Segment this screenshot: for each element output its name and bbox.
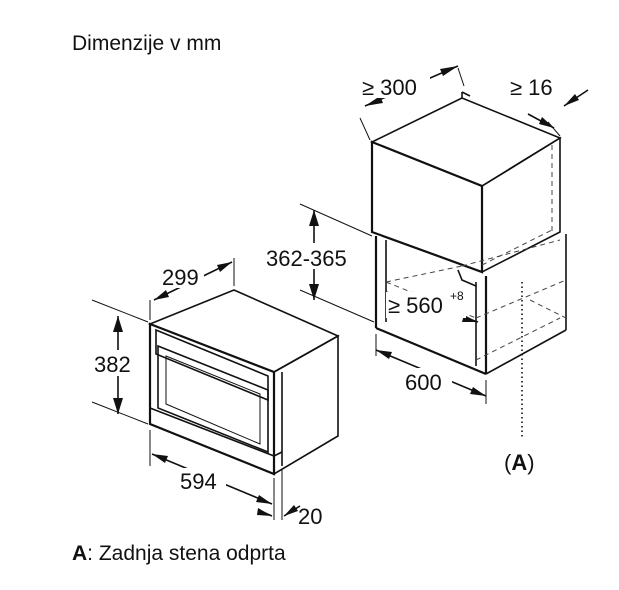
appliance-side	[273, 334, 339, 476]
dim-niche-width-tolerance: +8	[450, 289, 464, 303]
dim-cabinet-side: ≥ 16	[510, 75, 589, 137]
cabinet-drawing	[370, 91, 567, 438]
dim-cabinet-width-label: 600	[405, 370, 442, 395]
legend-key: A	[72, 542, 87, 565]
dim-cabinet-side-label: ≥ 16	[510, 75, 553, 100]
dim-appliance-height-label: 382	[94, 352, 131, 377]
dim-niche-height: 362-365	[264, 203, 375, 323]
dim-appliance-width-label: 594	[180, 469, 217, 494]
cabinet-upper-front	[370, 140, 484, 274]
dim-front-depth-label: 20	[298, 504, 322, 529]
dim-appliance-depth: 299	[149, 258, 235, 320]
dim-cabinet-depth-label: ≥ 300	[362, 75, 417, 100]
dim-cabinet-depth: ≥ 300	[359, 65, 465, 141]
dim-appliance-depth-label: 299	[162, 265, 199, 290]
appliance-drawing	[147, 289, 340, 476]
dim-appliance-height: 382	[91, 299, 149, 425]
open-back-marker: (A)	[504, 450, 535, 475]
appliance-window	[165, 355, 261, 445]
dim-niche-width: ≥ 560 +8	[385, 289, 479, 323]
dim-niche-height-label: 362-365	[266, 246, 347, 271]
dim-cabinet-width: 600	[375, 334, 487, 404]
dim-niche-width-label: ≥ 560	[388, 293, 443, 318]
appliance-front	[148, 322, 276, 476]
appliance-door	[157, 344, 269, 454]
dim-front-depth: 20	[257, 470, 322, 529]
legend: A: Zadnja stena odprta	[72, 542, 286, 565]
diagram-title: Dimenzije v mm	[72, 32, 221, 55]
cabinet-upper-top	[370, 97, 562, 187]
cabinet-upper-side	[481, 136, 561, 274]
legend-text: : Zadnja stena odprta	[87, 542, 286, 565]
dim-appliance-width: 594	[149, 430, 275, 520]
